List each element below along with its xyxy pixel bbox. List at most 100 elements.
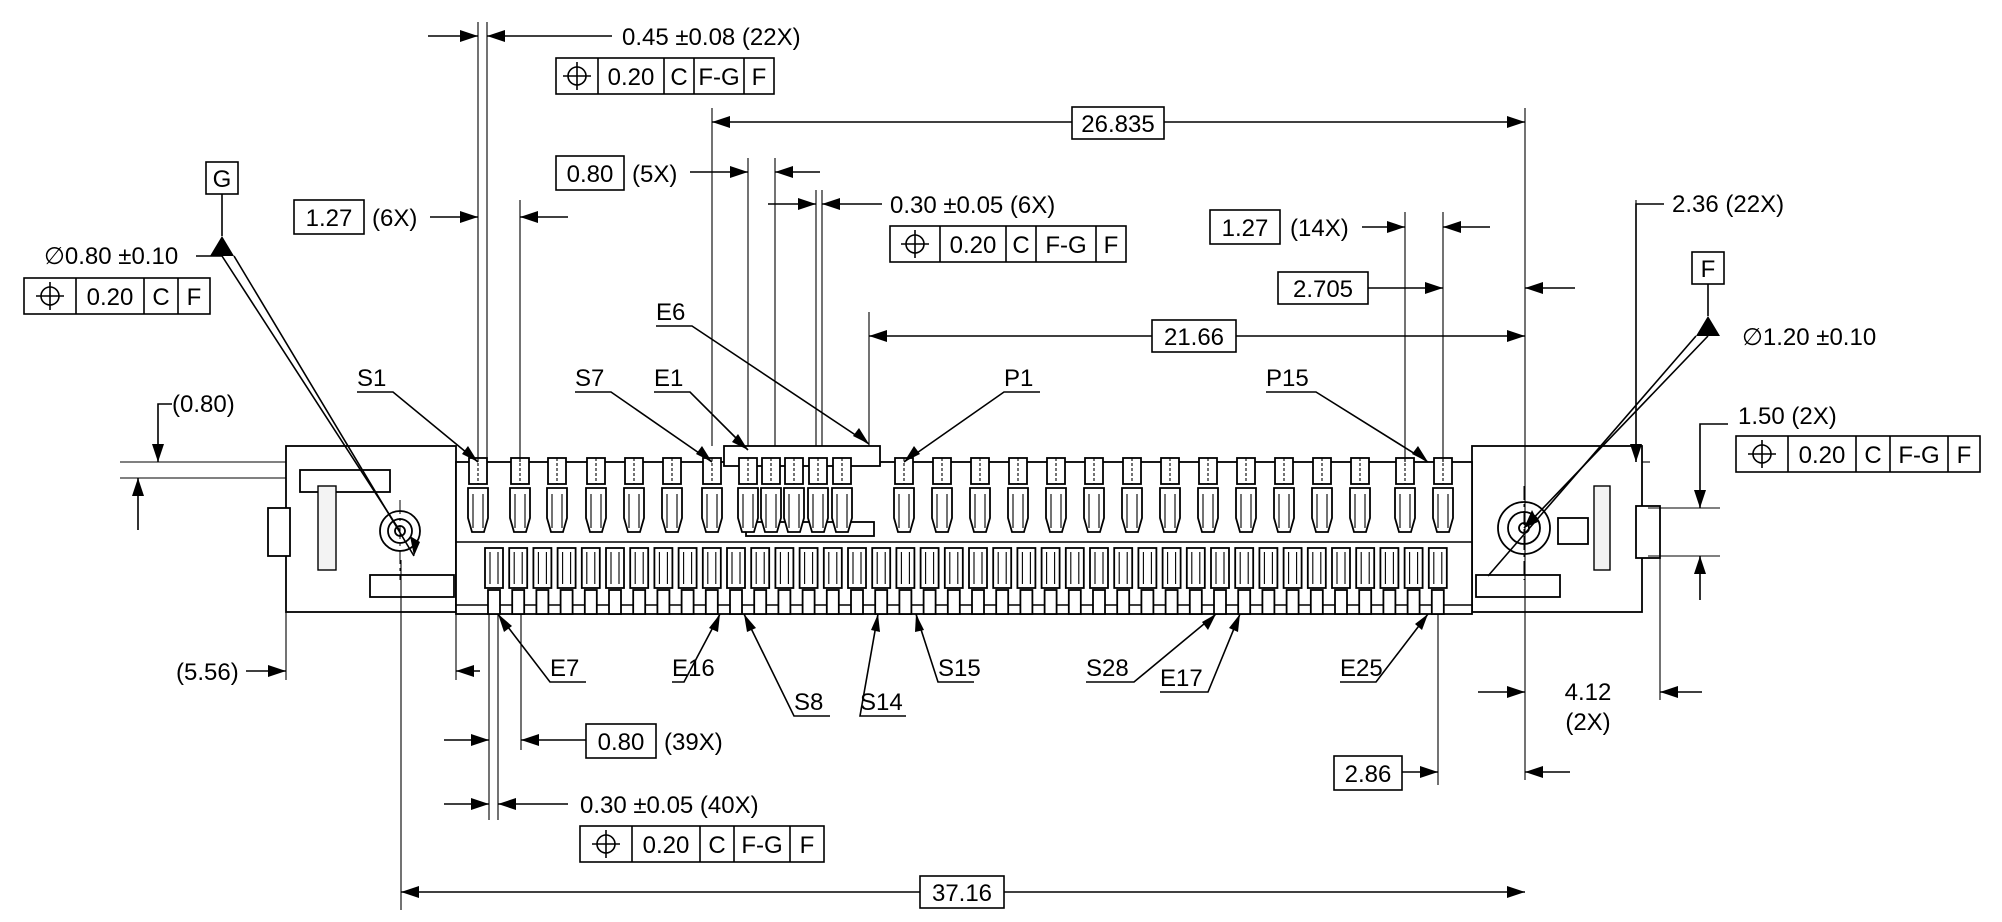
fcf-cell-c: C xyxy=(152,284,169,311)
connector-body xyxy=(267,445,1661,615)
fcf-cell-tol: 0.20 xyxy=(1799,442,1846,469)
lower-contact xyxy=(750,547,771,615)
fcf-cell-fg: F-G xyxy=(741,832,782,859)
fcf-cell-fg: F-G xyxy=(1898,442,1939,469)
lower-contact xyxy=(653,547,674,615)
upper-contact xyxy=(1273,457,1295,533)
fcf-cell-f: F xyxy=(1957,442,1972,469)
position-symbol-icon xyxy=(563,62,591,90)
right-ribbed-latch xyxy=(1593,485,1611,571)
dim-080-5x-qty: (5X) xyxy=(632,161,677,188)
upper-contact xyxy=(467,457,489,533)
lower-contact-row xyxy=(484,547,1448,615)
dim-236-22x: 2.36 (22X) xyxy=(1672,191,1784,218)
lower-contact xyxy=(484,547,504,615)
dim-3716: 37.16 xyxy=(932,880,992,907)
fcf-cell-tol: 0.20 xyxy=(608,64,655,91)
datum-callouts: G ∅0.80 ±0.10 F ∅1.20 ±0.10 xyxy=(44,161,1876,577)
upper-contact xyxy=(661,457,683,533)
upper-contact xyxy=(783,457,805,533)
dim-127-6x-qty: (6X) xyxy=(372,205,417,232)
lower-contact xyxy=(1282,547,1303,615)
label-e25: E25 xyxy=(1340,655,1383,682)
left-latch xyxy=(267,507,291,557)
left-ribbed-latch xyxy=(317,485,337,571)
label-e1: E1 xyxy=(654,365,683,392)
dim-080-ref: (0.80) xyxy=(172,391,235,418)
upper-contact xyxy=(546,457,568,533)
pin-labels: S1 S7 E1 E6 P1 P15 E7 E16 S8 S14 S15 xyxy=(357,299,1429,717)
label-s28: S28 xyxy=(1086,655,1129,682)
dim-150-2x: 1.50 (2X) xyxy=(1738,403,1837,430)
upper-contact xyxy=(807,457,829,533)
dim-080-39x-value: 0.80 xyxy=(598,729,645,756)
lower-contact xyxy=(556,547,577,615)
label-s15: S15 xyxy=(938,655,981,682)
upper-contact-row xyxy=(467,457,1454,533)
fcf-cell-c: C xyxy=(1864,442,1881,469)
lower-contact xyxy=(677,547,698,615)
position-symbol-icon xyxy=(1748,440,1776,468)
lower-contact xyxy=(1355,547,1376,615)
lower-contact xyxy=(1306,547,1327,615)
upper-contact xyxy=(1394,457,1416,533)
lower-contact xyxy=(1113,547,1134,615)
upper-contact xyxy=(1197,457,1219,533)
left-housing-step xyxy=(299,469,391,493)
lower-contact xyxy=(1089,547,1109,615)
lower-contact xyxy=(1403,547,1424,615)
label-s7: S7 xyxy=(575,365,604,392)
lower-contact xyxy=(798,547,819,615)
upper-contact xyxy=(1083,457,1105,533)
upper-contact xyxy=(737,457,759,533)
fcf-cell-c: C xyxy=(670,64,687,91)
dim-127-6x-value: 1.27 xyxy=(306,205,353,232)
dim-pin-width-top: 0.45 ±0.08 (22X) xyxy=(622,24,801,51)
upper-contact xyxy=(931,457,953,533)
dim-080-39x-qty: (39X) xyxy=(664,729,723,756)
position-symbol-icon xyxy=(901,230,929,258)
datum-f-triangle xyxy=(1696,316,1720,336)
lower-contact xyxy=(1210,547,1230,615)
dim-030-40x: 0.30 ±0.05 (40X) xyxy=(580,792,759,819)
lower-contact xyxy=(822,547,843,615)
right-latch-window xyxy=(1557,517,1589,545)
lower-contact xyxy=(1185,547,1206,615)
label-e7: E7 xyxy=(550,655,579,682)
label-s1: S1 xyxy=(357,365,386,392)
fcf-bottom-pins: 0.20 C F-G F xyxy=(579,825,825,863)
lower-contact xyxy=(919,547,940,615)
hole-right-callout: ∅1.20 ±0.10 xyxy=(1742,324,1876,351)
lower-contact xyxy=(1064,547,1085,615)
upper-contact xyxy=(701,457,723,533)
dim-26835: 26.835 xyxy=(1081,111,1154,138)
lower-contact xyxy=(1258,547,1279,615)
fcf-cell-tol: 0.20 xyxy=(643,832,690,859)
hole-left-callout: ∅0.80 ±0.10 xyxy=(44,243,178,270)
upper-contact xyxy=(509,457,531,533)
lower-contact xyxy=(992,547,1013,615)
position-symbol-icon xyxy=(592,830,620,858)
fcf-cell-c: C xyxy=(1012,232,1029,259)
fcf-cell-tol: 0.20 xyxy=(950,232,997,259)
right-latch xyxy=(1635,505,1661,559)
lower-contact xyxy=(629,547,650,615)
fcf-cell-f: F xyxy=(800,832,815,859)
lower-contact xyxy=(701,547,722,615)
lower-contact xyxy=(774,547,795,615)
upper-contact xyxy=(1432,457,1454,533)
fcf-cell-f: F xyxy=(752,64,767,91)
extension-lines xyxy=(120,22,1720,910)
right-foot xyxy=(1475,574,1561,598)
fcf-cell-c: C xyxy=(708,832,725,859)
lower-contact xyxy=(726,547,746,615)
lower-contact xyxy=(895,547,916,615)
fcf-cell-f: F xyxy=(1104,232,1119,259)
upper-contact xyxy=(893,457,915,533)
lower-contact xyxy=(508,547,529,615)
label-p1: P1 xyxy=(1004,365,1033,392)
datum-g-triangle xyxy=(210,236,234,256)
